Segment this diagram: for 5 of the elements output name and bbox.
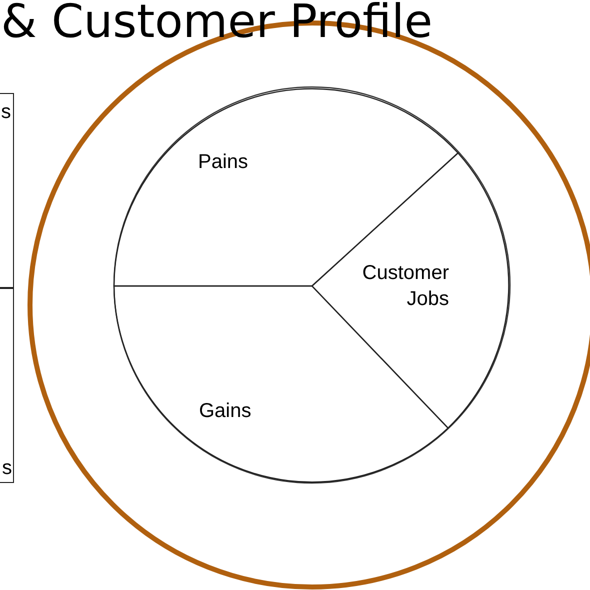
sector-label: Pains bbox=[198, 150, 248, 175]
sector-label: Customer Jobs bbox=[361, 261, 449, 312]
panel-label: s bbox=[1, 456, 12, 481]
panel-label: s bbox=[0, 100, 11, 125]
sector-label: Gains bbox=[199, 399, 252, 424]
